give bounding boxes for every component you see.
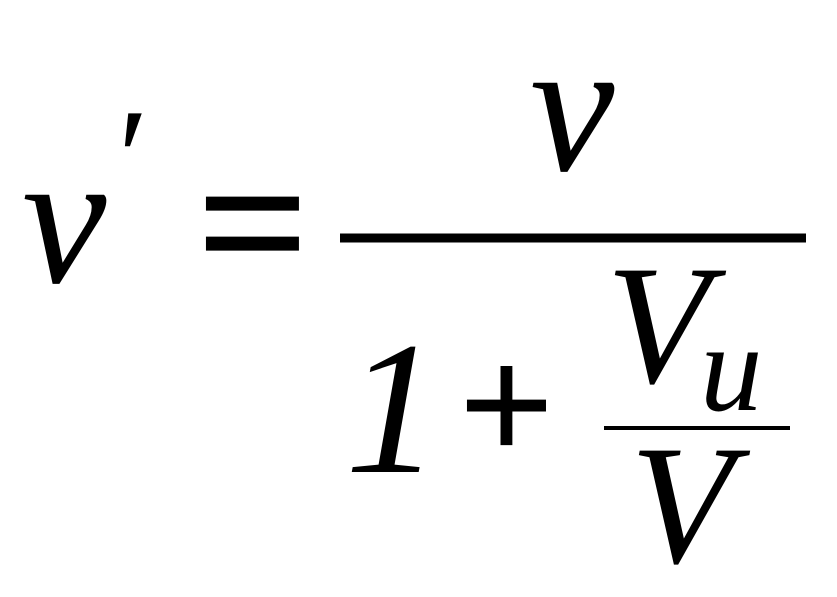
denominator-one: 1	[345, 304, 440, 514]
prime-mark: ′	[118, 81, 149, 236]
plus-sign: +	[458, 311, 555, 499]
numerator-variable: v	[530, 2, 615, 212]
inner-numerator-base: V	[606, 231, 727, 419]
equals-sign: =	[196, 113, 310, 334]
inner-numerator-subscript: u	[700, 300, 763, 438]
inner-denominator: V	[630, 411, 751, 597]
lhs-variable: v	[22, 114, 107, 324]
